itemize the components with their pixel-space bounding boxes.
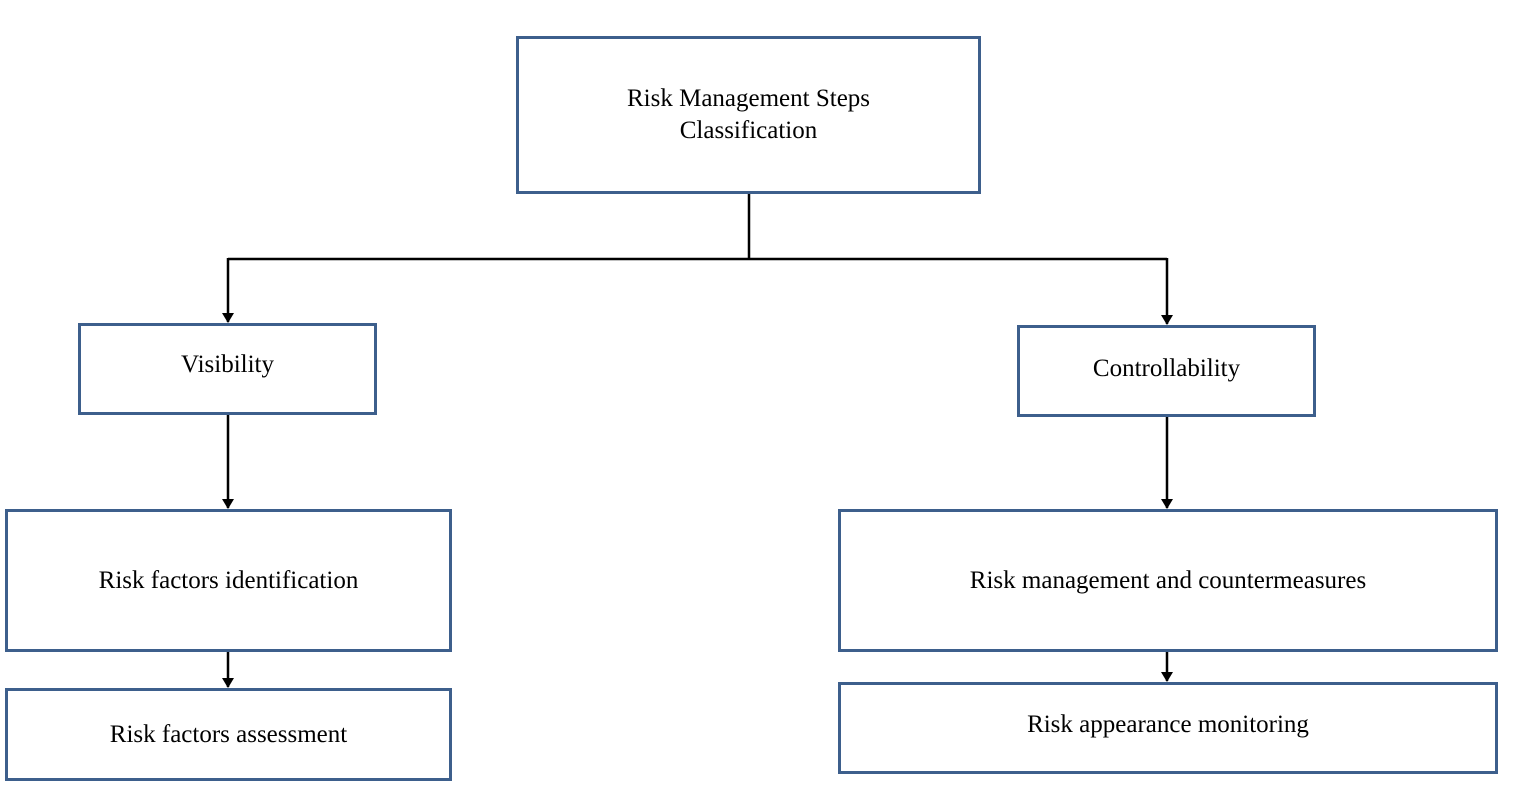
- controllability-node: Controllability: [1017, 325, 1316, 417]
- risk-countermeasures-label: Risk management and countermeasures: [969, 566, 1367, 594]
- root-title-line2: Classification: [679, 117, 818, 144]
- risk-monitoring-label: Risk appearance monitoring: [1027, 711, 1309, 738]
- root-title-line1: Risk Management Steps: [626, 85, 871, 112]
- risk-identification-node: Risk factors identification: [5, 509, 452, 652]
- visibility-label: Visibility: [181, 351, 274, 378]
- risk-monitoring-node: Risk appearance monitoring: [838, 682, 1498, 774]
- risk-assessment-node: Risk factors assessment: [5, 688, 452, 781]
- risk-assessment-label: Risk factors assessment: [109, 720, 348, 748]
- visibility-node: Visibility: [78, 323, 377, 415]
- controllability-label: Controllability: [1092, 355, 1241, 382]
- root-node: Risk Management Steps Classification: [516, 36, 981, 194]
- risk-countermeasures-node: Risk management and countermeasures: [838, 509, 1498, 652]
- risk-identification-label: Risk factors identification: [98, 566, 359, 594]
